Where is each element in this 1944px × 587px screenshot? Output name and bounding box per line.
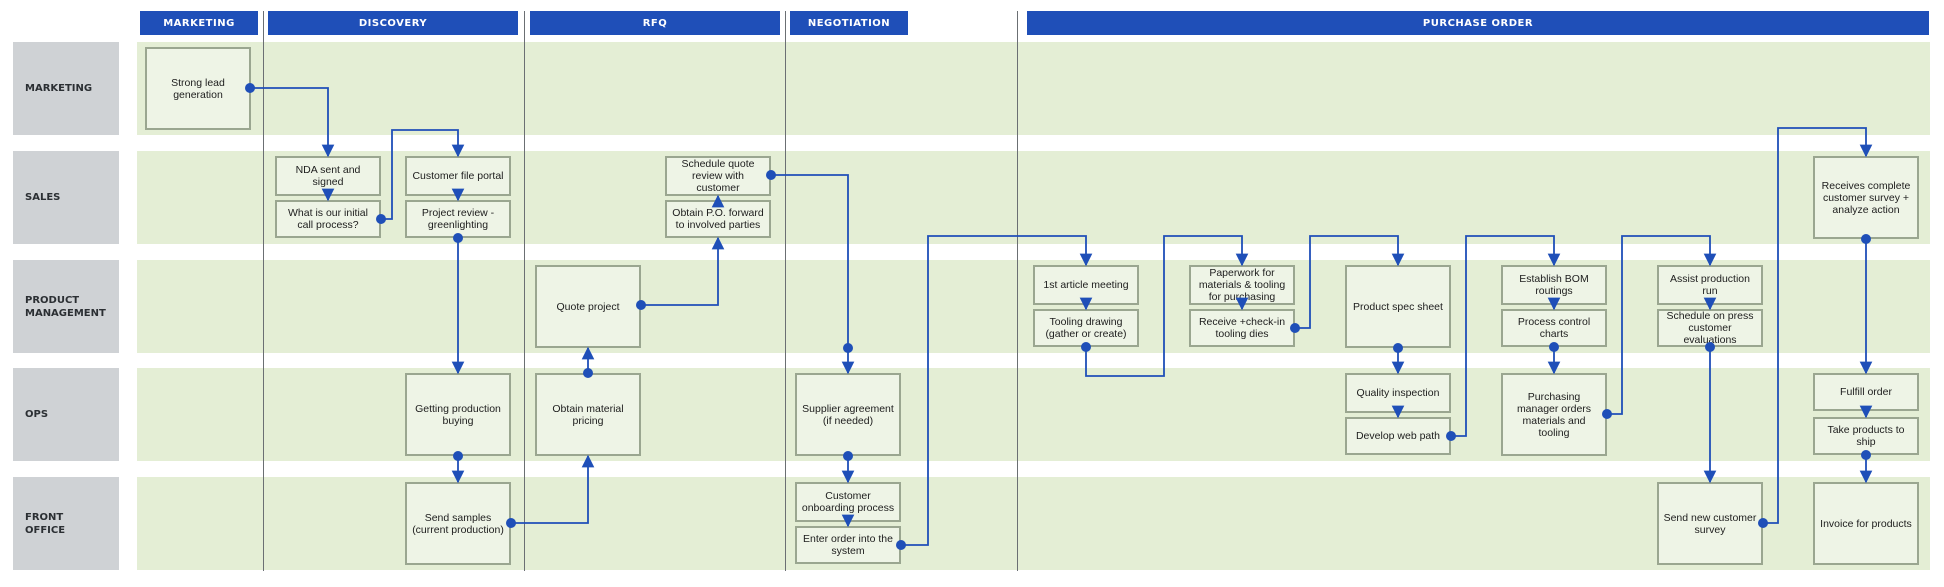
step-schedule-quote: Schedule quote review with customer <box>665 156 771 196</box>
step-process-control: Process control charts <box>1501 309 1607 347</box>
lane-label-ops: OPS <box>13 368 119 461</box>
step-receive-checkin: Receive +check-in tooling dies <box>1189 309 1295 347</box>
step-send-survey: Send new customer survey <box>1657 482 1763 565</box>
step-enter-order: Enter order into the system <box>795 526 901 564</box>
step-obtain-po: Obtain P.O. forward to involved parties <box>665 200 771 238</box>
step-supplier-agreement: Supplier agreement (if needed) <box>795 373 901 456</box>
step-getting-production: Getting production buying <box>405 373 511 456</box>
step-tooling-drawing: Tooling drawing (gather or create) <box>1033 309 1139 347</box>
divider-negotiation <box>785 11 786 571</box>
step-purchasing-manager: Purchasing manager orders materials and … <box>1501 373 1607 456</box>
step-strong-lead: Strong lead generation <box>145 47 251 130</box>
step-initial-call: What is our initial call process? <box>275 200 381 238</box>
lane-label-marketing: MARKETING <box>13 42 119 135</box>
step-develop-web-path: Develop web path <box>1345 417 1451 455</box>
step-project-review: Project review - greenlighting <box>405 200 511 238</box>
step-schedule-on-press: Schedule on press customer evaluations <box>1657 309 1763 347</box>
step-quote-project: Quote project <box>535 265 641 348</box>
divider-rfq <box>524 11 525 571</box>
lane-band-marketing <box>137 42 1930 135</box>
phase-marketing: MARKETING <box>140 11 258 35</box>
step-customer-file: Customer file portal <box>405 156 511 196</box>
step-first-article: 1st article meeting <box>1033 265 1139 305</box>
phase-discovery: DISCOVERY <box>268 11 518 35</box>
step-fulfill-order: Fulfill order <box>1813 373 1919 411</box>
phase-rfq: RFQ <box>530 11 780 35</box>
step-invoice: Invoice for products <box>1813 482 1919 565</box>
step-nda: NDA sent and signed <box>275 156 381 196</box>
step-obtain-material: Obtain material pricing <box>535 373 641 456</box>
step-product-spec: Product spec sheet <box>1345 265 1451 348</box>
step-send-samples: Send samples (current production) <box>405 482 511 565</box>
step-receives-survey: Receives complete customer survey + anal… <box>1813 156 1919 239</box>
step-assist-production: Assist production run <box>1657 265 1763 305</box>
lane-label-product-management: PRODUCT MANAGEMENT <box>13 260 119 353</box>
step-customer-onboarding: Customer onboarding process <box>795 482 901 522</box>
phase-purchase-order: PURCHASE ORDER <box>1027 11 1929 35</box>
step-quality-inspection: Quality inspection <box>1345 373 1451 413</box>
step-paperwork: Paperwork for materials & tooling for pu… <box>1189 265 1295 305</box>
lane-label-sales: SALES <box>13 151 119 244</box>
divider-purchase-order <box>1017 11 1018 571</box>
lane-label-front-office: FRONT OFFICE <box>13 477 119 570</box>
step-take-products: Take products to ship <box>1813 417 1919 455</box>
phase-negotiation: NEGOTIATION <box>790 11 908 35</box>
divider-discovery <box>263 11 264 571</box>
step-establish-bom: Establish BOM routings <box>1501 265 1607 305</box>
